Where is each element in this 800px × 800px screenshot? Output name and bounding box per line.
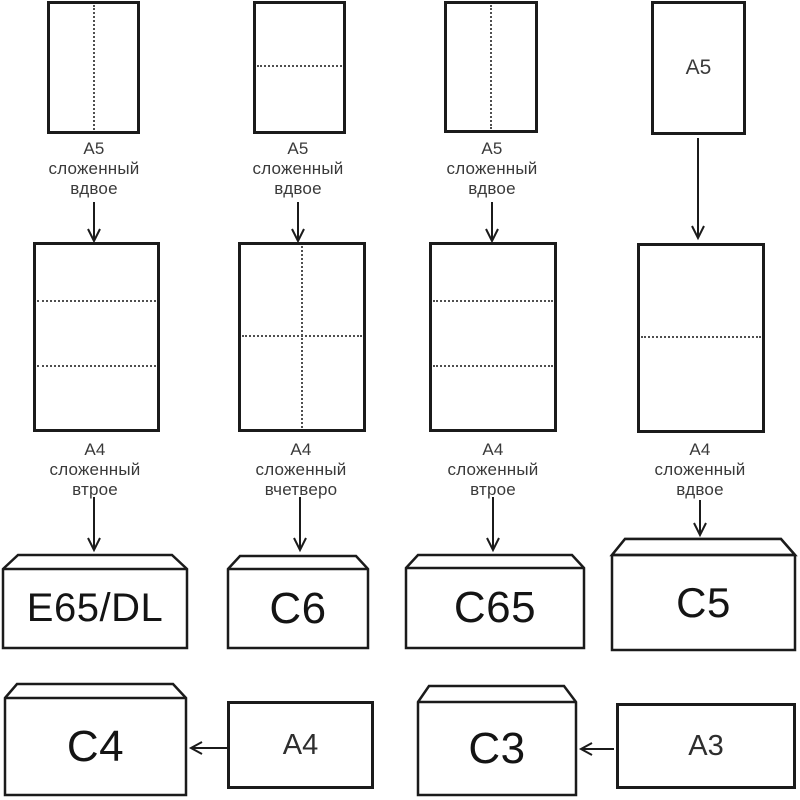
caption-a4-col1: A4 сложенный втрое xyxy=(20,440,170,500)
caption-line: сложенный xyxy=(446,159,538,178)
caption-line: втрое xyxy=(470,480,516,499)
fold-line-horizontal xyxy=(641,336,761,339)
envelope-label-c65: C65 xyxy=(453,583,537,632)
envelope-c3 xyxy=(416,684,578,797)
envelope-c65 xyxy=(404,553,586,650)
paper-a5-col4-label: A5 xyxy=(685,56,712,79)
fold-line-vertical xyxy=(300,246,303,428)
paper-a4-col4 xyxy=(637,243,765,433)
arrow-down-col4-top xyxy=(691,138,705,241)
caption-line: вдвое xyxy=(274,179,322,198)
fold-line-horizontal xyxy=(433,300,553,303)
arrow-down-col3-top xyxy=(485,202,499,244)
caption-a5-col1: A5 сложенный вдвое xyxy=(19,139,169,199)
paper-a5-col2 xyxy=(253,1,346,134)
caption-line: A4 xyxy=(689,440,711,459)
caption-line: вдвое xyxy=(676,480,724,499)
caption-line: втрое xyxy=(72,480,118,499)
envelope-label-c3: C3 xyxy=(468,723,526,773)
caption-line: вдвое xyxy=(468,179,516,198)
envelope-label-e65dl: E65/DL xyxy=(26,586,164,630)
caption-line: вдвое xyxy=(70,179,118,198)
envelope-c5-highlighted xyxy=(609,537,798,652)
caption-a4-col2: A4 сложенный вчетверо xyxy=(226,440,376,500)
caption-line: A5 xyxy=(83,139,105,158)
caption-line: A4 xyxy=(482,440,504,459)
fold-line-horizontal xyxy=(37,364,156,367)
envelope-e65dl xyxy=(1,553,189,650)
caption-line: A4 xyxy=(84,440,106,459)
caption-line: сложенный xyxy=(48,159,140,178)
caption-a4-col4: A4 сложенный вдвое xyxy=(625,440,775,500)
paper-a5-col1 xyxy=(47,1,140,134)
caption-line: A5 xyxy=(287,139,309,158)
arrow-down-col1-mid xyxy=(87,497,101,553)
arrow-down-col2-top xyxy=(291,202,305,244)
caption-line: вчетверо xyxy=(264,480,338,499)
fold-line-vertical xyxy=(490,5,492,129)
envelope-c6 xyxy=(226,554,370,650)
paper-a4-bottom-label: A4 xyxy=(282,728,319,761)
paper-a4-bottom: A4 xyxy=(227,701,374,789)
envelope-c4 xyxy=(3,682,188,797)
paper-a3-bottom-label: A3 xyxy=(688,729,724,762)
caption-a4-col3: A4 сложенный втрое xyxy=(418,440,568,500)
caption-line: A5 xyxy=(481,139,503,158)
envelope-label-c6: C6 xyxy=(269,583,327,633)
arrow-down-col4-mid xyxy=(693,500,707,538)
arrow-down-col1-top xyxy=(87,202,101,244)
paper-a4-col1 xyxy=(33,242,160,432)
arrow-left-a4-to-c4 xyxy=(188,741,227,755)
paper-a4-col2 xyxy=(238,242,366,432)
paper-a5-col4: A5 xyxy=(651,1,746,135)
caption-line: сложенный xyxy=(252,159,344,178)
envelope-label-c5: C5 xyxy=(676,578,731,626)
caption-line: сложенный xyxy=(255,460,347,479)
fold-line-horizontal xyxy=(433,364,553,367)
caption-line: сложенный xyxy=(654,460,746,479)
paper-a5-col3 xyxy=(444,1,538,133)
caption-line: сложенный xyxy=(447,460,539,479)
envelope-label-c4: C4 xyxy=(66,721,125,771)
caption-line: A4 xyxy=(290,440,312,459)
caption-line: сложенный xyxy=(49,460,141,479)
fold-line-horizontal xyxy=(257,64,342,67)
fold-line-vertical xyxy=(92,5,95,130)
arrow-down-col3-mid xyxy=(486,497,500,553)
caption-a5-col3: A5 сложенный вдвое xyxy=(417,139,567,199)
arrow-down-col2-mid xyxy=(293,497,307,553)
envelope-c5-flap xyxy=(609,537,798,557)
arrow-left-a3-to-c3 xyxy=(578,742,614,756)
caption-a5-col2: A5 сложенный вдвое xyxy=(223,139,373,199)
paper-a4-col3 xyxy=(429,242,557,432)
fold-line-horizontal xyxy=(37,300,156,303)
paper-a3-bottom: A3 xyxy=(616,703,796,789)
